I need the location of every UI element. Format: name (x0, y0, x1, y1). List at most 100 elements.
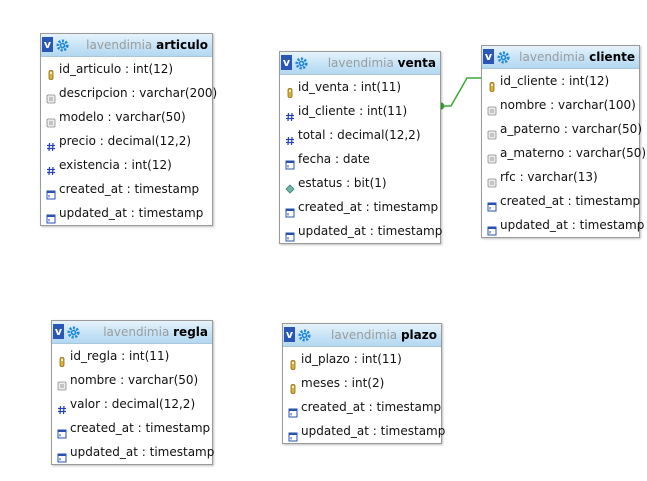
column-row[interactable]: valor : decimal(12,2) (52, 392, 212, 416)
column-row[interactable]: created_at : timestamp (482, 189, 640, 213)
db-name: lavendimia (86, 38, 153, 52)
column-label: modelo : varchar(50) (59, 110, 186, 124)
column-row[interactable]: precio : decimal(12,2) (41, 129, 212, 153)
column-label: id_venta : int(11) (298, 80, 402, 94)
toggle-columns-button[interactable]: v (53, 324, 64, 339)
column-row[interactable]: created_at : timestamp (280, 195, 440, 219)
table-name: plazo (400, 328, 437, 342)
toggle-columns-button[interactable]: v (281, 55, 292, 70)
table-header[interactable]: v lavendimia articulo (41, 34, 212, 57)
key-icon (285, 82, 295, 98)
column-label: a_materno : varchar(50) (500, 146, 647, 160)
key-icon (487, 76, 497, 92)
column-label: fecha : date (298, 152, 370, 166)
column-label: nombre : varchar(100) (500, 98, 636, 112)
column-row[interactable]: fecha : date (280, 147, 440, 171)
timestamp-icon (285, 226, 295, 242)
column-label: id_regla : int(11) (70, 349, 170, 363)
column-row[interactable]: existencia : int(12) (41, 153, 212, 177)
hash-icon (46, 160, 56, 176)
column-label: id_articulo : int(12) (59, 62, 174, 76)
table-header[interactable]: v lavendimia venta (280, 52, 440, 75)
key-icon (57, 351, 67, 367)
table-title: lavendimia venta (280, 56, 436, 70)
table-title: lavendimia cliente (482, 50, 635, 64)
text-icon (487, 148, 497, 164)
column-row[interactable]: id_venta : int(11) (280, 75, 440, 99)
column-row[interactable]: total : decimal(12,2) (280, 123, 440, 147)
column-label: updated_at : timestamp (298, 224, 443, 238)
text-icon (46, 88, 56, 104)
column-row[interactable]: updated_at : timestamp (41, 201, 212, 225)
text-icon (57, 375, 67, 391)
column-label: descripcion : varchar(200) (59, 86, 218, 100)
table-plazo[interactable]: v lavendimia plazo id_plazo : int(11) mes… (282, 323, 445, 444)
table-header[interactable]: v lavendimia regla (52, 321, 212, 344)
column-row[interactable]: id_cliente : int(11) (280, 99, 440, 123)
column-row[interactable]: id_cliente : int(12) (482, 69, 639, 93)
table-venta[interactable]: v lavendimia venta id_venta : int(11) id_… (279, 51, 443, 244)
column-label: total : decimal(12,2) (298, 128, 421, 142)
gear-icon[interactable] (295, 57, 308, 70)
column-label: updated_at : timestamp (70, 445, 215, 459)
db-name: lavendimia (103, 325, 170, 339)
column-row[interactable]: nombre : varchar(100) (482, 93, 639, 117)
table-name: articulo (156, 38, 208, 52)
toggle-columns-button[interactable]: v (284, 327, 295, 342)
column-row[interactable]: updated_at : timestamp (280, 219, 443, 243)
column-row[interactable]: id_plazo : int(11) (283, 347, 441, 371)
key-icon (288, 354, 298, 370)
timestamp-icon (285, 154, 295, 170)
column-row[interactable]: rfc : varchar(13) (482, 165, 639, 189)
column-label: created_at : timestamp (59, 182, 200, 196)
toggle-columns-button[interactable]: v (42, 37, 53, 52)
text-icon (487, 100, 497, 116)
column-row[interactable]: meses : int(2) (283, 371, 441, 395)
table-header[interactable]: v lavendimia cliente (482, 46, 639, 69)
column-row[interactable]: id_articulo : int(12) (41, 57, 212, 81)
key-icon (288, 378, 298, 394)
table-name: cliente (589, 50, 635, 64)
table-header[interactable]: v lavendimia plazo (283, 324, 441, 347)
column-row[interactable]: created_at : timestamp (52, 416, 212, 440)
column-row[interactable]: nombre : varchar(50) (52, 368, 212, 392)
gear-icon[interactable] (67, 326, 80, 339)
gear-icon[interactable] (497, 51, 510, 64)
column-row[interactable]: descripcion : varchar(200) (41, 81, 217, 105)
column-label: updated_at : timestamp (500, 218, 645, 232)
timestamp-icon (487, 196, 497, 212)
column-label: estatus : bit(1) (298, 176, 387, 190)
toggle-columns-button[interactable]: v (483, 49, 494, 64)
timestamp-icon (46, 208, 56, 224)
column-label: id_plazo : int(11) (301, 352, 402, 366)
column-row[interactable]: updated_at : timestamp (482, 213, 644, 237)
gear-icon[interactable] (298, 329, 311, 342)
column-label: precio : decimal(12,2) (59, 134, 192, 148)
table-name: venta (397, 56, 436, 70)
table-title: lavendimia articulo (41, 38, 208, 52)
timestamp-icon (487, 220, 497, 236)
column-row[interactable]: estatus : bit(1) (280, 171, 440, 195)
text-icon (487, 124, 497, 140)
column-label: rfc : varchar(13) (500, 170, 598, 184)
column-label: updated_at : timestamp (59, 206, 204, 220)
column-row[interactable]: updated_at : timestamp (283, 419, 445, 443)
column-row[interactable]: id_regla : int(11) (52, 344, 212, 368)
column-label: existencia : int(12) (59, 158, 172, 172)
table-cliente[interactable]: v lavendimia cliente id_cliente : int(12… (481, 45, 646, 238)
column-row[interactable]: created_at : timestamp (41, 177, 212, 201)
timestamp-icon (57, 447, 67, 463)
column-label: valor : decimal(12,2) (70, 397, 196, 411)
column-row[interactable]: created_at : timestamp (283, 395, 441, 419)
timestamp-icon (288, 426, 298, 442)
column-label: a_paterno : varchar(50) (500, 122, 643, 136)
table-articulo[interactable]: v lavendimia articulo id_articulo : int(… (40, 33, 217, 226)
table-regla[interactable]: v lavendimia regla id_regla : int(11) nom… (51, 320, 215, 465)
column-row[interactable]: a_paterno : varchar(50) (482, 117, 643, 141)
hash-icon (285, 106, 295, 122)
gear-icon[interactable] (56, 39, 69, 52)
column-row[interactable]: updated_at : timestamp (52, 440, 215, 464)
column-row[interactable]: modelo : varchar(50) (41, 105, 212, 129)
column-row[interactable]: a_materno : varchar(50) (482, 141, 646, 165)
column-label: id_cliente : int(11) (298, 104, 408, 118)
